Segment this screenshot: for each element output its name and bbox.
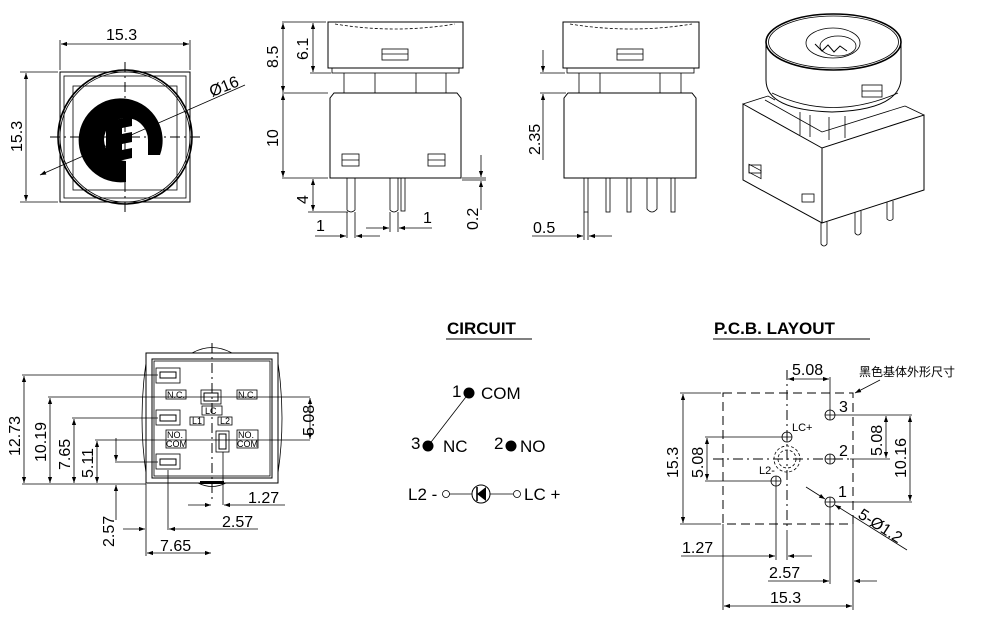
side-view: 2.35 0.5 (527, 21, 700, 240)
bottom-label-l1: L1 (192, 416, 202, 426)
circuit-diagram: CIRCUIT 1 COM 3 NC 2 NO L2 - LC + (408, 319, 560, 504)
nc-terminal (422, 440, 434, 452)
bottom-dim-10-19: 10.19 (33, 422, 50, 462)
bottom-dim-5-08: 5.08 (301, 405, 318, 436)
isometric-view (742, 13, 925, 247)
bottom-label-com-left: COM (166, 439, 187, 449)
bottom-dim-12-73: 12.73 (7, 416, 24, 456)
bottom-label-com-right: COM (237, 439, 258, 449)
pin-width-right-dim: 1 (423, 210, 432, 227)
pcb-dim-right-10-16: 10.16 (893, 438, 910, 478)
top-width-dim: 15.3 (106, 27, 137, 44)
circuit-nc-num: 3 (411, 434, 420, 453)
pcb-dim-bottom-1-27: 1.27 (682, 540, 713, 557)
pcb-hole-3 (824, 409, 836, 421)
body-height-dim: 10 (265, 129, 282, 147)
pcb-holes-dim: 5-Ø1.2 (855, 506, 905, 547)
front-view: 8.5 6.1 10 4 1 1 0.2 (265, 21, 486, 239)
pcb-dim-bottom-15-3: 15.3 (770, 590, 801, 607)
bottom-label-lc: LC (205, 406, 217, 416)
top-height-dim: 15.3 (9, 121, 26, 152)
diameter-dim: Ø16 (207, 74, 242, 101)
total-height-dim: 8.5 (265, 46, 282, 68)
pcb-hole-1 (824, 496, 836, 508)
circuit-nc-label: NC (443, 437, 468, 456)
circuit-com-label: COM (481, 384, 521, 403)
pcb-dim-left-15-3: 15.3 (665, 447, 682, 478)
bottom-label-l2: L2 (220, 416, 230, 426)
iso-logo-icon (805, 27, 861, 59)
top-view: Ø16 15.3 15.3 (9, 27, 246, 212)
bottom-label-no-left: NO. (167, 430, 183, 440)
pcb-pin-2-label: 2 (839, 443, 848, 460)
cap-height-dim: 6.1 (295, 38, 312, 60)
circuit-title: CIRCUIT (447, 319, 517, 338)
led-lc-label: LC + (524, 485, 560, 504)
pcb-hole-2 (824, 453, 836, 465)
pcb-hole-l2 (770, 475, 782, 487)
bottom-label-no-right: NO. (238, 430, 254, 440)
bottom-dim-h-7-65: 7.65 (160, 538, 191, 555)
pcb-layout: P.C.B. LAYOUT 黑色基体外形尺寸 3 LC+ 2 L2- 1 (665, 319, 955, 610)
pcb-title: P.C.B. LAYOUT (714, 319, 836, 338)
pcb-pin-3-label: 3 (839, 399, 848, 416)
bottom-dim-5-11: 5.11 (80, 448, 97, 478)
bottom-dim-7-65: 7.65 (57, 439, 74, 470)
bottom-label-nc-left: N.C. (167, 390, 185, 400)
pcb-l2-minus-label: L2- (759, 465, 775, 477)
no-terminal (505, 440, 517, 452)
pcb-dim-right-5-08: 5.08 (869, 425, 886, 456)
bottom-label-nc-right: N.C. (238, 390, 256, 400)
pin-length-dim: 4 (295, 195, 312, 204)
pcb-lc-plus-label: LC+ (792, 422, 813, 434)
circuit-no-label: NO (520, 437, 546, 456)
bottom-dim-h-2-57: 2.57 (222, 514, 253, 531)
pin-thickness-dim: 0.5 (533, 220, 555, 237)
pin-width-left-dim: 1 (316, 218, 325, 235)
pcb-hole-lc (781, 431, 793, 443)
pcb-dim-bottom-2-57: 2.57 (769, 565, 800, 582)
pcb-dim-top-5-08: 5.08 (792, 362, 823, 379)
circuit-com-num: 1 (452, 382, 461, 401)
led-l2-label: L2 - (408, 485, 437, 504)
pcb-pin-1-label: 1 (838, 484, 847, 501)
standoff-dim: 0.2 (465, 208, 482, 230)
bottom-dim-2-57: 2.57 (101, 516, 118, 547)
pcb-note: 黑色基体外形尺寸 (859, 365, 955, 379)
bottom-dim-1-27: 1.27 (248, 490, 279, 507)
cap-window (381, 48, 409, 61)
circuit-no-num: 2 (494, 434, 503, 453)
gap-dim: 2.35 (527, 124, 544, 155)
pcb-dim-left-5-08: 5.08 (690, 447, 707, 478)
logo-icon (78, 98, 163, 183)
bottom-view: N.C. N.C. LC L1 L2 NO. COM NO. COM 12.73… (7, 343, 318, 556)
